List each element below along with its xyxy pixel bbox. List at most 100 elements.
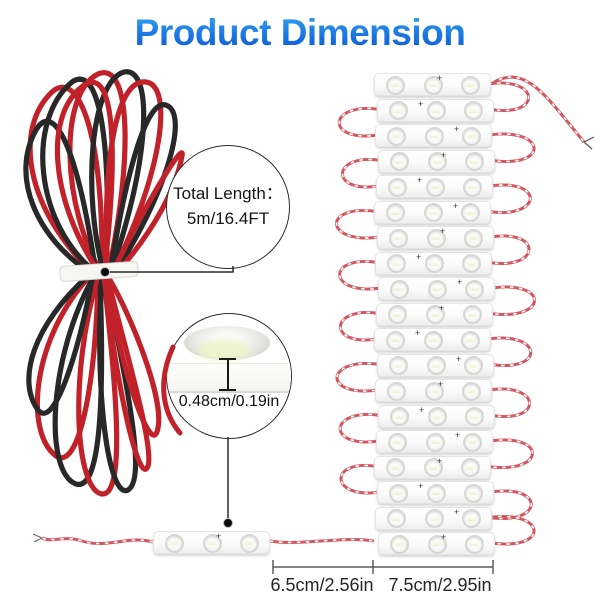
led-lens (386, 330, 405, 350)
led-lens (386, 458, 405, 477)
module-front-edge-line (167, 391, 291, 393)
led-lens (390, 407, 409, 426)
page-title: Product Dimension (0, 12, 600, 54)
led-lens (465, 279, 484, 299)
led-chip (394, 107, 402, 113)
led-lens (387, 254, 406, 273)
strip-wire-loop-stripe (339, 413, 382, 443)
led-chip (432, 413, 441, 419)
led-chip (470, 286, 478, 291)
led-lens (425, 177, 445, 197)
callout-led-thickness: 0.48cm/0.19in (166, 313, 292, 439)
led-lens (463, 305, 482, 324)
strip-wire-loop-stripe (487, 184, 531, 214)
strip-wire-loop-stripe (487, 82, 530, 112)
led-lens (464, 101, 483, 120)
led-chip (466, 337, 474, 342)
led-module: + (375, 379, 492, 402)
led-lens (461, 330, 480, 350)
polarity-plus-mark: + (438, 379, 444, 389)
led-lens (463, 432, 482, 452)
led-chip (392, 133, 400, 138)
led-chip (395, 413, 403, 419)
led-module: + (377, 481, 494, 504)
led-chip (431, 362, 440, 368)
led-module: + (374, 73, 491, 96)
led-chip (469, 107, 477, 113)
led-chip (429, 260, 438, 266)
led-lens (425, 305, 445, 324)
led-chip (391, 337, 399, 342)
led-chip (394, 235, 402, 240)
led-lens (462, 381, 481, 401)
led-module: + (377, 353, 494, 377)
led-chip (392, 515, 400, 521)
polarity-plus-mark: + (456, 353, 462, 364)
led-chip (428, 337, 437, 342)
led-lens (465, 534, 484, 554)
led-chip (467, 388, 475, 393)
module-edge-line (167, 363, 291, 364)
led-lens (202, 533, 222, 553)
led-lens (461, 75, 480, 95)
dimension-label-module-length: 7.5cm/2.95in (388, 575, 492, 595)
dimension-lines (272, 560, 494, 574)
led-chip (466, 82, 474, 87)
strip-wire-loop-stripe (487, 439, 534, 469)
strip-wire-tails (32, 75, 595, 546)
led-chip (431, 235, 440, 240)
led-chip (245, 540, 253, 545)
total-length-label: Total Length： (173, 184, 283, 204)
polarity-plus-mark: + (417, 175, 423, 185)
measure-bar (226, 359, 229, 390)
led-lens (423, 203, 443, 222)
led-module: + (153, 531, 270, 554)
led-chip (393, 439, 401, 444)
polarity-plus-mark: + (455, 430, 461, 440)
led-module: + (378, 532, 495, 555)
led-lens (387, 126, 406, 146)
polarity-plus-mark: + (416, 251, 422, 262)
led-chip (391, 209, 399, 215)
strip-wire-loop-stripe (488, 133, 535, 163)
led-module: + (375, 506, 492, 530)
polarity-plus-mark: + (216, 531, 222, 541)
strip-wire-loop-stripe (339, 311, 380, 341)
led-chip (393, 311, 401, 317)
polarity-plus-mark: + (418, 98, 424, 109)
led-lens (424, 509, 444, 528)
polarity-plus-mark: + (454, 506, 460, 517)
led-lens (388, 177, 407, 197)
led-chip (432, 541, 441, 546)
polarity-plus-mark: + (437, 455, 443, 466)
led-chip (395, 286, 403, 291)
led-chip (467, 260, 475, 266)
led-lens (386, 75, 405, 95)
led-chip (394, 362, 402, 368)
led-chip (429, 515, 438, 521)
led-lens (389, 483, 408, 503)
wire-coil-photo (23, 69, 185, 497)
pointer-dot (223, 518, 233, 528)
led-chip (207, 540, 216, 545)
dimension-label-wire-gap: 6.5cm/2.56in (270, 575, 374, 595)
module-surface (167, 363, 291, 391)
led-lens (427, 279, 447, 299)
led-lens (424, 126, 444, 146)
polarity-plus-mark: + (441, 149, 447, 160)
strip-wire-loop-stripe (488, 388, 531, 418)
total-length-value: 5m/16.4FT (186, 209, 270, 228)
strip-wire-loop (335, 361, 381, 393)
led-chip (467, 515, 475, 521)
strip-wire-loop (338, 259, 382, 291)
led-lens (465, 152, 484, 171)
led-chip (469, 490, 477, 495)
strip-wire-loop-stripe (488, 515, 535, 545)
led-lens (387, 509, 406, 528)
led-lens (461, 203, 480, 222)
led-chip (391, 464, 399, 470)
led-chip (394, 490, 402, 495)
polarity-plus-mark: + (415, 328, 421, 338)
coil-strands (23, 69, 185, 497)
